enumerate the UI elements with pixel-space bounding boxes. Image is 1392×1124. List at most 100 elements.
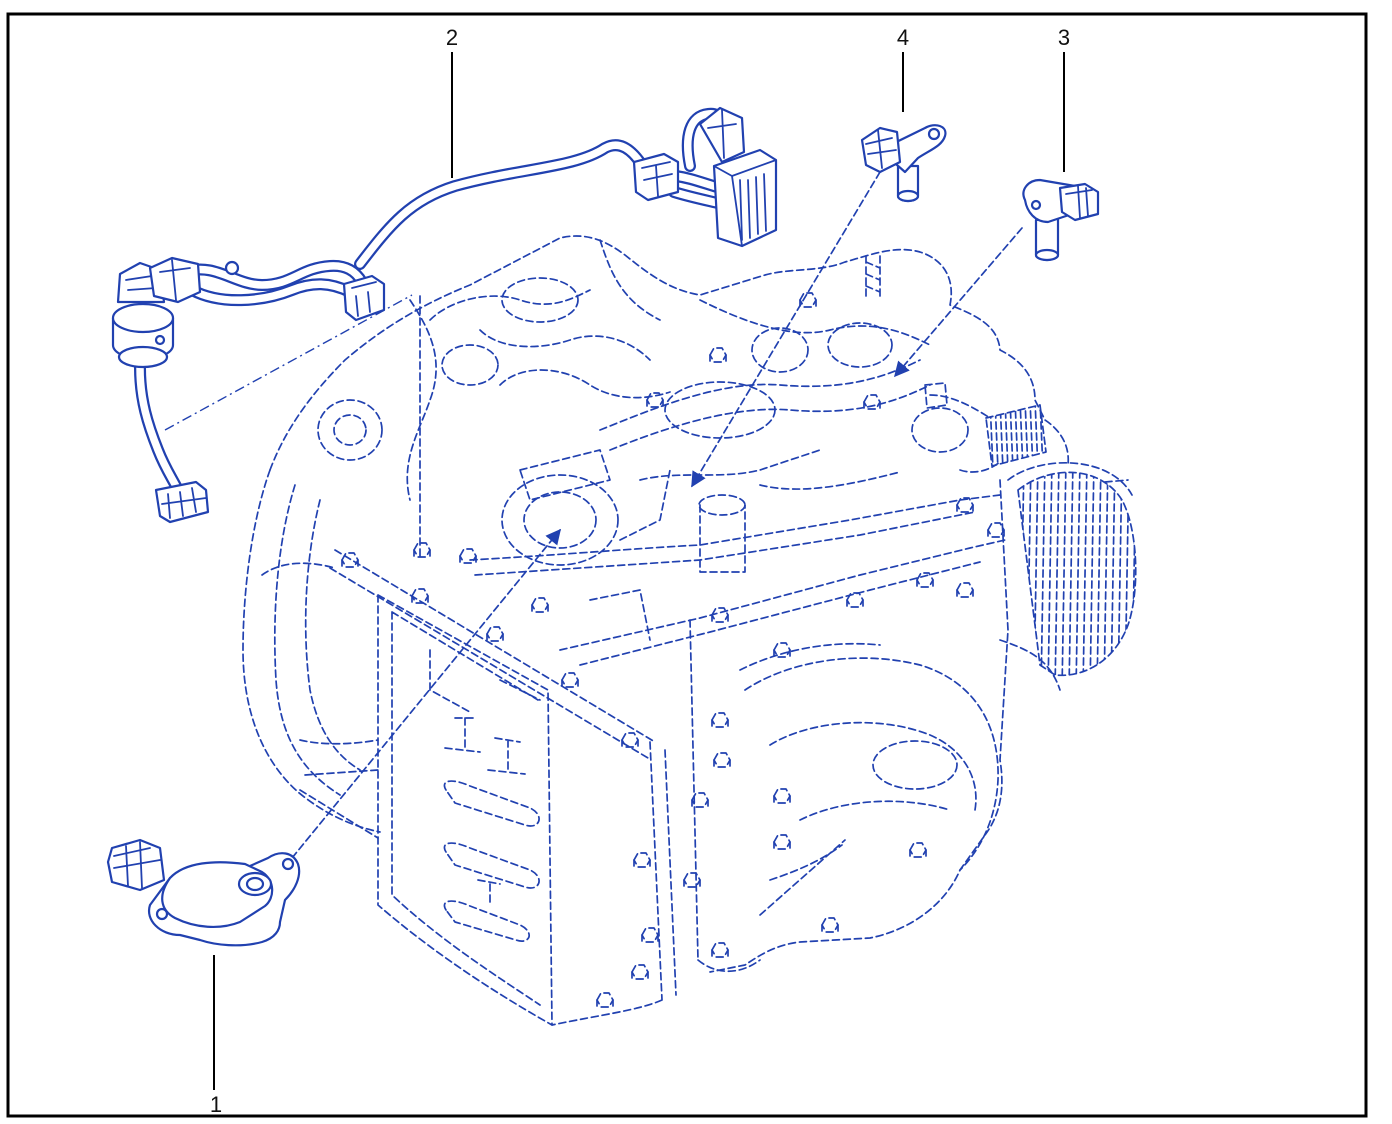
bolt-flange [413, 549, 431, 557]
bell-housing-edge [261, 562, 336, 576]
callout-3-label: 3 [1058, 25, 1070, 50]
end-cover-hatch-line [1089, 472, 1095, 676]
end-cover-hatch-line [1047, 472, 1053, 676]
end-cover-hatch-line [1103, 472, 1109, 676]
sensor-4-bolt-hole [927, 127, 941, 141]
callouts: 2 4 3 1 [210, 25, 1070, 1117]
connector-detail [161, 487, 207, 519]
bolt-flange [909, 849, 927, 857]
case-harness-connector [985, 404, 1047, 467]
switch-mount-hole [281, 857, 295, 871]
bolt-flange [411, 595, 429, 603]
harness-cable-core [136, 364, 182, 494]
bolt [713, 752, 731, 768]
bolt [846, 592, 864, 608]
bolt [459, 548, 477, 564]
harness-rotary-sensor-hole [154, 334, 166, 346]
end-cover [1017, 471, 1137, 677]
front-cover-rib [443, 900, 530, 942]
bolt-flange [709, 354, 727, 362]
gear-housing-rib [759, 839, 846, 916]
harness-main-connector [712, 148, 778, 248]
harness-main-cable-core [356, 141, 646, 268]
case-harness-wire [924, 382, 1001, 473]
valve-body-boss [441, 344, 499, 386]
bell-housing-outline [242, 469, 381, 833]
switch-mount-hole [155, 907, 169, 921]
bolt-flange [773, 841, 791, 849]
bolt-flange [711, 614, 729, 622]
housing-rail [474, 511, 976, 576]
bolt [633, 852, 651, 868]
sensor-4-stem-end [896, 189, 920, 203]
bolt-flange [846, 599, 864, 607]
bolt [773, 788, 791, 804]
connector-hatch-line [1014, 405, 1019, 466]
bolt [411, 588, 429, 604]
callout-4-label: 4 [897, 25, 909, 50]
bolt-flange [646, 399, 664, 407]
bolt-flange [773, 795, 791, 803]
sensor-3-stem-end [1034, 248, 1060, 262]
selector-shaft [519, 449, 611, 501]
bolt-flange [713, 759, 731, 767]
speed-sensor-4 [860, 124, 947, 203]
harness-rotary-sensor-ring [117, 345, 169, 369]
bolt [773, 642, 791, 658]
bolt [916, 572, 934, 588]
bolt [691, 792, 709, 808]
bolt [621, 732, 639, 748]
case-right-contour [709, 479, 1009, 973]
bolt [711, 712, 729, 728]
callout-1-label: 1 [210, 1092, 222, 1117]
valve-body-boss [911, 407, 969, 453]
front-cover-boss [429, 649, 541, 713]
sensor-4-connector-detail [865, 129, 897, 169]
connector-detail [641, 161, 673, 197]
bolt [956, 497, 974, 513]
bolt-flange [711, 719, 729, 727]
bolt [821, 917, 839, 933]
bolt [683, 872, 701, 888]
bolt-flange [621, 739, 639, 747]
end-cover-hatch-line [1068, 472, 1074, 676]
harness-rotary-sensor-top [111, 302, 175, 334]
end-cover-flange [1007, 461, 1133, 496]
bolt-flange [633, 859, 651, 867]
bolt [711, 607, 729, 623]
bolt [641, 927, 659, 943]
bolt-flange [596, 999, 614, 1007]
bolt [631, 964, 649, 980]
harness-bracket [698, 106, 746, 164]
connector-detail [125, 275, 157, 291]
front-cover-rib [443, 842, 540, 889]
speed-sensor-boss-top [698, 494, 746, 516]
transmission-assembly [242, 235, 1137, 1026]
harness-cable-core [181, 262, 366, 289]
bolt [341, 552, 359, 568]
oil-tube [599, 359, 921, 431]
sensor-3-install-line [894, 227, 1023, 378]
harness-alignment-line [164, 294, 413, 431]
end-cover-hatch-line [1096, 472, 1102, 676]
end-cover-hatch-line [1110, 472, 1116, 676]
speed-sensor-boss [699, 504, 746, 573]
case-flange-side [551, 741, 677, 1026]
valve-body-boss [751, 327, 809, 373]
connector-slats [713, 159, 777, 247]
housing-rail [469, 494, 1001, 561]
housing-rail [559, 539, 1006, 651]
bolt-flange [341, 559, 359, 567]
gear-housing [744, 657, 999, 871]
bolt-flange [631, 971, 649, 979]
gear-housing-rib [799, 800, 951, 821]
bolt [863, 394, 881, 410]
sensor-3-connector-detail [1065, 185, 1093, 219]
case-flange-side-inner [689, 619, 761, 972]
bolt-flange [459, 555, 477, 563]
bell-housing-inner-rim [304, 499, 361, 771]
case-flange-top [329, 549, 656, 759]
bolt-flange [956, 589, 974, 597]
bolt [531, 597, 549, 613]
bell-housing-lower-edge [299, 739, 379, 839]
